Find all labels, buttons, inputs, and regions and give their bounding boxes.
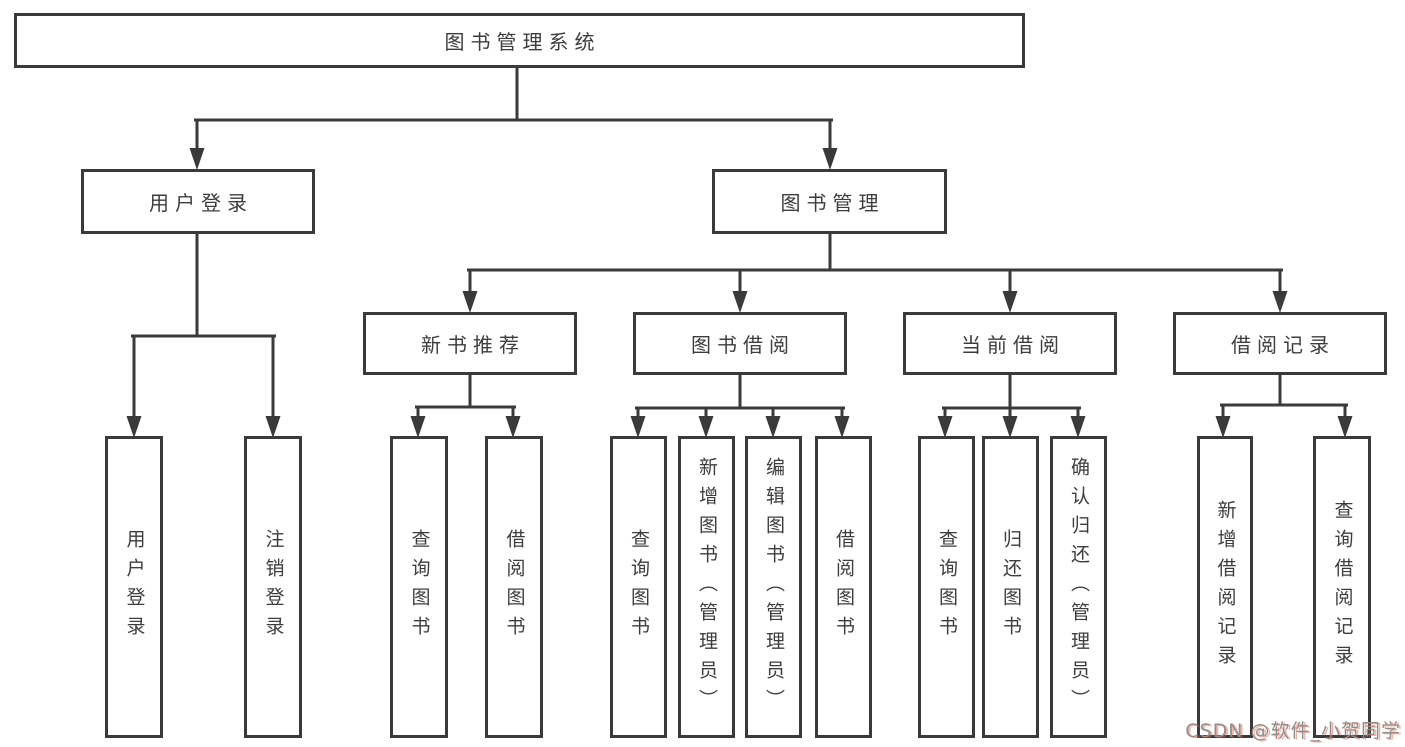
arrowheads (126, 148, 1353, 438)
leaf-search-books-borrowing: 查询图书 (610, 436, 667, 738)
node-label: 新增借阅记录 (1214, 500, 1237, 674)
node-label: 查询图书 (936, 529, 958, 645)
edge-book-management-to-level3 (467, 232, 1283, 295)
node-book-borrowing: 图书借阅 (633, 312, 847, 375)
edge-new-book-to-leaves (415, 373, 516, 420)
node-label: 用户登录 (123, 529, 146, 645)
edge-user-login-to-leaves (131, 232, 276, 420)
node-user-login: 用户登录 (81, 169, 315, 234)
edge-borrowing-records-to-leaves (1220, 373, 1348, 420)
node-label: 图书管理 (780, 191, 885, 215)
leaf-borrow-books-borrowing: 借阅图书 (815, 436, 872, 738)
node-label: 用户登录 (149, 191, 253, 215)
node-current-borrowing: 当前借阅 (903, 312, 1117, 375)
node-label: 借阅图书 (503, 529, 526, 645)
node-label: 查询图书 (408, 529, 431, 645)
edge-book-borrowing-to-leaves (635, 373, 845, 420)
leaf-confirm-return-admin: 确认归还（管理员） (1050, 436, 1107, 738)
leaf-search-borrow-record: 查询借阅记录 (1313, 436, 1371, 738)
node-label: 当前借阅 (961, 333, 1065, 357)
node-label: 确认归还（管理员） (1068, 456, 1090, 718)
node-label: 查询图书 (628, 529, 650, 645)
edge-current-borrowing-to-leaves (942, 373, 1081, 420)
leaf-add-books-admin: 新增图书（管理员） (678, 436, 735, 738)
leaf-add-borrow-record: 新增借阅记录 (1197, 436, 1253, 738)
leaf-borrow-books-recommend: 借阅图书 (485, 436, 543, 738)
node-label: 新书推荐 (421, 333, 525, 357)
leaf-logout: 注销登录 (244, 436, 302, 738)
leaf-user-login: 用户登录 (105, 436, 163, 738)
node-label: 图书管理系统 (444, 30, 601, 54)
node-root-library-management-system: 图书管理系统 (14, 13, 1025, 68)
node-label: 归还图书 (1000, 529, 1022, 645)
node-label: 图书借阅 (691, 333, 795, 357)
node-label: 借阅图书 (833, 529, 855, 645)
node-label: 注销登录 (262, 529, 285, 645)
node-book-management: 图书管理 (712, 169, 947, 234)
node-borrowing-records: 借阅记录 (1173, 312, 1387, 375)
csdn-watermark: CSDN @软件_小贺同学 (1185, 720, 1401, 742)
edge-root-to-level2 (194, 66, 833, 152)
node-label: 编辑图书（管理员） (763, 456, 785, 718)
leaf-search-books-recommend: 查询图书 (390, 436, 448, 738)
node-label: 查询借阅记录 (1331, 500, 1354, 674)
node-label: 借阅记录 (1231, 333, 1335, 357)
node-label: 新增图书（管理员） (696, 456, 718, 718)
leaf-search-books-current: 查询图书 (918, 436, 975, 738)
node-new-book-recommendation: 新书推荐 (363, 312, 577, 375)
leaf-return-books: 归还图书 (982, 436, 1039, 738)
leaf-edit-books-admin: 编辑图书（管理员） (745, 436, 802, 738)
